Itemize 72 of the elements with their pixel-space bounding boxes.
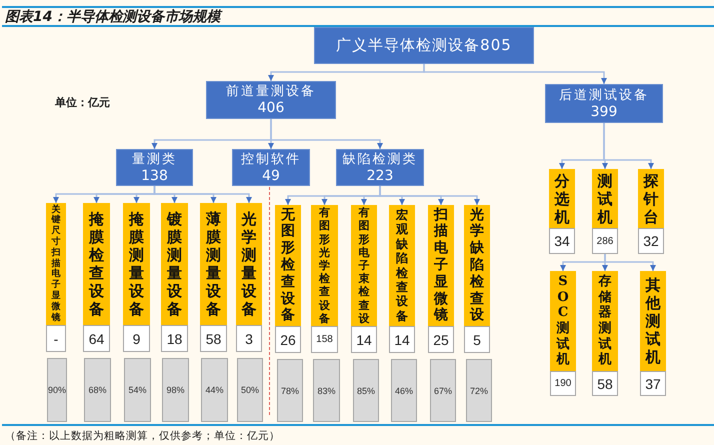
value-box: 58 [592, 371, 618, 396]
share-box: 72% [466, 359, 492, 422]
value-box: 3 [236, 325, 262, 352]
value-box: 158 [311, 326, 338, 353]
share-box: 90% [47, 358, 67, 422]
category-bar: 探针台 [638, 169, 664, 228]
category-label: 后道测试设备 [559, 88, 649, 104]
value-box: 32 [638, 228, 664, 254]
share-box: 85% [353, 359, 379, 422]
category-bar: 镀膜测量设备 [161, 203, 188, 325]
category-bar: 掩膜检查设备 [83, 203, 110, 325]
category-bar: 关键尺寸扫描电子显微镜 [46, 203, 66, 325]
value-box: 34 [549, 228, 575, 254]
connector-arrow [270, 119, 383, 149]
value-label: 49 [262, 168, 280, 184]
category-bar: 有图形电子束检查设 [351, 205, 377, 326]
share-box: 44% [201, 358, 228, 422]
share-box: 83% [313, 359, 340, 422]
unit-label: 单位：亿元 [55, 95, 110, 110]
connector-arrow [423, 64, 607, 84]
category-box [116, 149, 193, 186]
category-bar: 分选机 [549, 169, 575, 228]
value-box: 26 [275, 326, 301, 353]
category-label: 控制软件 [241, 152, 301, 168]
value-label: 399 [590, 104, 618, 120]
value-box: 14 [389, 326, 415, 353]
value-box: 25 [428, 326, 454, 353]
category-bar: 其他测试机 [640, 271, 666, 371]
share-box: 50% [237, 358, 263, 422]
value-label: 223 [366, 168, 394, 184]
category-bar: 有图形光学检查设备 [311, 205, 338, 326]
category-bar: 存储器测试机 [592, 271, 618, 371]
share-box: 67% [430, 359, 456, 422]
source-note: （备注：以上数据为粗略测算，仅供参考；单位：亿元） [5, 429, 280, 443]
share-box: 78% [277, 359, 303, 422]
value-box: 14 [351, 326, 377, 353]
category-bar: SOC测试机 [550, 271, 576, 371]
category-bar: 薄膜测量设备 [200, 203, 227, 325]
share-box: 98% [162, 358, 189, 422]
value-box: 9 [123, 325, 150, 352]
category-bar: 光学测量设备 [236, 203, 262, 325]
category-box [232, 149, 310, 186]
category-bar: 掩膜测量设备 [123, 203, 150, 325]
category-bar: 扫描电子显微镜 [428, 205, 454, 326]
value-box: 18 [161, 325, 188, 352]
share-box: 68% [84, 358, 111, 422]
category-bar: 宏观缺陷检查设备 [389, 205, 415, 326]
value-box: 64 [83, 325, 110, 352]
category-box [545, 84, 663, 123]
value-box: - [46, 325, 66, 352]
category-label: 量测类 [132, 152, 177, 168]
category-bar: 无图形检查设备 [275, 205, 301, 326]
connector-arrow [603, 123, 654, 169]
category-box [206, 81, 336, 119]
category-bar: 测试机 [592, 169, 618, 228]
value-box: 286 [592, 228, 618, 254]
value-box: 5 [464, 326, 490, 353]
connector-arrow [604, 254, 656, 271]
chart-title: 图表14：半导体检测设备市场规模 [5, 8, 220, 26]
category-label: 缺陷检测类 [342, 152, 418, 168]
category-label: 前道量测设备 [226, 84, 316, 100]
value-box: 58 [200, 325, 227, 352]
category-box [336, 149, 424, 186]
category-bar: 光学缺陷检查设 [464, 205, 490, 326]
connector-arrow [154, 186, 252, 203]
value-box: 37 [640, 371, 666, 396]
share-box: 54% [124, 358, 151, 422]
share-box: 46% [391, 359, 417, 422]
category-box: 广义半导体检测设备805 [314, 27, 534, 64]
value-label: 138 [141, 168, 168, 184]
value-box: 190 [550, 371, 576, 396]
value-label: 406 [258, 100, 284, 116]
